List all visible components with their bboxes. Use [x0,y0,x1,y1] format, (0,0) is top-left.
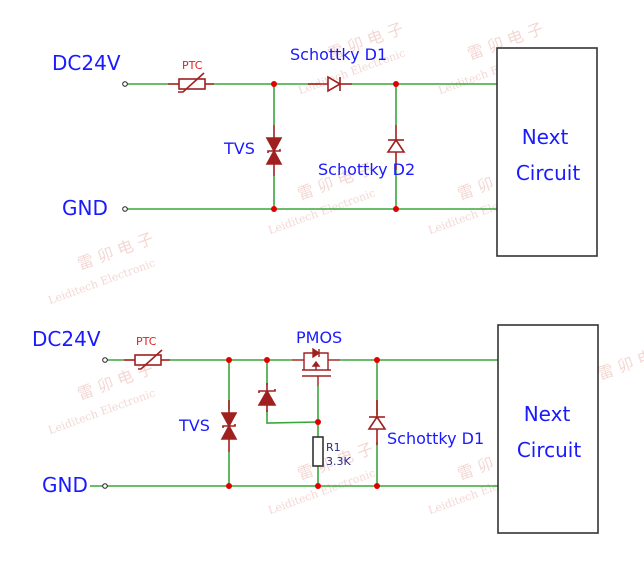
box-line1: Next [522,125,569,149]
schottky-d1 [367,400,387,445]
input-label: DC24V [52,51,121,75]
tvs-label: TVS [178,416,210,435]
d1-label: Schottky D1 [290,45,387,64]
ptc-thermistor [168,72,214,93]
box-line2: Circuit [516,161,581,185]
wires [125,83,497,210]
junctions [271,81,399,212]
d2-label: Schottky D2 [318,160,415,179]
pmos-label: PMOS [296,328,342,347]
next-circuit-box [496,47,598,257]
r1-value: 3.3K [326,455,351,468]
ground-label: GND [62,196,108,220]
box-line1: Next [524,402,571,426]
ground-label: GND [42,473,88,497]
zener-diode [257,383,277,412]
schottky-d1 [308,75,352,93]
pmos-transistor [292,347,340,386]
input-terminal [122,81,128,87]
tvs-diode [265,125,283,176]
box-line2: Circuit [517,438,582,462]
circuit-2: PTC TVS [32,324,599,534]
input-terminal [102,357,108,363]
input-label: DC24V [32,327,101,351]
next-circuit-box [497,324,599,534]
ground-terminal [122,206,128,212]
circuit-1: PTC Schottky D1 TVS Schottky D2 [52,45,598,257]
junctions [226,357,380,489]
ptc-label: PTC [182,59,203,72]
d1-label: Schottky D1 [387,429,484,448]
ground-terminal [102,483,108,489]
ptc-label: PTC [136,335,157,348]
r1-name: R1 [326,441,341,454]
wires [90,359,498,487]
resistor-r1 [312,436,324,467]
ptc-thermistor [124,349,170,370]
watermark-cn: 雷 卯 电 子 [595,339,644,384]
schottky-d2 [386,125,406,170]
tvs-diode [220,400,238,452]
tvs-label: TVS [223,139,255,158]
